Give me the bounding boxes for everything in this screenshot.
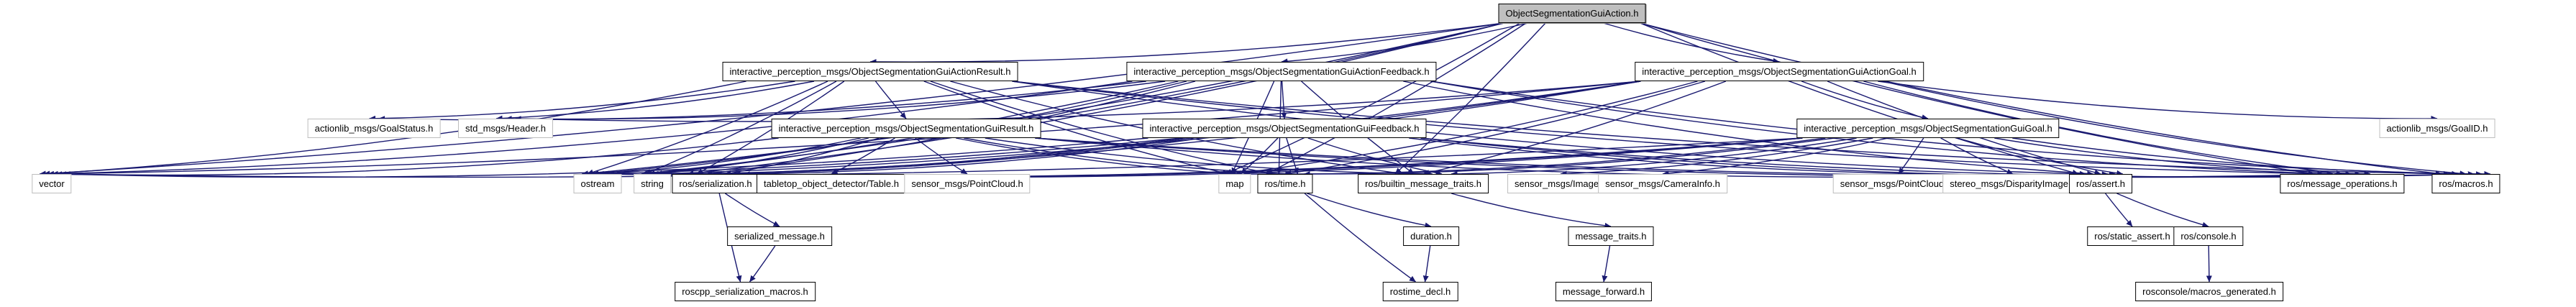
edge-gui_result-to-pointcloud <box>915 137 968 175</box>
edge-action_result-to-assert <box>1012 81 2086 177</box>
edge-gui_feedback-to-builtin <box>1307 137 1443 176</box>
edge-root-to-action_feedback <box>1281 22 1529 65</box>
edge-gui_goal-to-disparity <box>1940 137 2014 175</box>
edge-root-to-map <box>1225 22 1521 175</box>
edge-gui_goal-to-pointcloud2 <box>1898 137 1924 175</box>
edge-action_feedback-to-gui_feedback <box>1281 81 1287 119</box>
node-message_forward[interactable]: message_forward.h <box>1555 282 1653 301</box>
node-disparity[interactable]: stereo_msgs/DisparityImage.h <box>1942 174 2083 193</box>
edge-assert-to-console <box>2116 193 2209 228</box>
node-header[interactable]: std_msgs/Header.h <box>457 119 554 138</box>
edge-action_goal-to-macros <box>1882 81 2467 177</box>
node-gui_goal[interactable]: interactive_perception_msgs/ObjectSegmen… <box>1796 119 2060 138</box>
edge-action_result-to-header <box>495 81 815 122</box>
node-action_feedback[interactable]: interactive_perception_msgs/ObjectSegmen… <box>1126 62 1437 81</box>
node-pointcloud[interactable]: sensor_msgs/PointCloud.h <box>904 174 1031 193</box>
node-builtin[interactable]: ros/builtin_message_traits.h <box>1358 174 1489 193</box>
edge-action_feedback-to-header <box>505 81 1166 122</box>
edge-action_goal-to-vector <box>51 81 1641 177</box>
edge-gui_result-to-serialization <box>724 137 880 176</box>
edge-builtin-to-message_traits <box>1451 193 1612 229</box>
edge-action_feedback-to-vector <box>47 81 1133 177</box>
edge-gui_goal-to-builtin <box>1451 137 1857 177</box>
edge-gui_feedback-to-vector <box>59 137 1148 178</box>
edge-gui_result-to-map <box>956 137 1238 177</box>
node-ostream[interactable]: ostream <box>573 174 622 193</box>
node-string[interactable]: string <box>634 174 671 193</box>
edge-action_goal-to-map <box>1234 81 1698 176</box>
edge-action_goal-to-time <box>1284 81 1706 176</box>
node-goal_status[interactable]: actionlib_msgs/GoalStatus.h <box>307 119 441 138</box>
edge-action_goal-to-goal_id <box>1878 81 2438 122</box>
node-gui_feedback[interactable]: interactive_perception_msgs/ObjectSegmen… <box>1142 119 1427 138</box>
node-console[interactable]: ros/console.h <box>2173 226 2244 246</box>
edge-root-to-serialization <box>687 22 1504 177</box>
edge-action_feedback-to-msg_ops <box>1430 81 2334 177</box>
edge-action_result-to-map <box>923 81 1230 175</box>
node-serialized_message[interactable]: serialized_message.h <box>727 226 832 246</box>
node-msg_ops[interactable]: ros/message_operations.h <box>2280 174 2405 193</box>
node-serialization[interactable]: ros/serialization.h <box>672 174 759 193</box>
edge-serialized_message-to-ser_macros <box>749 245 776 283</box>
node-duration[interactable]: duration.h <box>1403 226 1459 246</box>
edge-gui_feedback-to-assert <box>1409 137 2116 178</box>
edge-gui_goal-to-assert <box>1957 137 2124 176</box>
edge-action_result-to-goal_status <box>369 81 795 122</box>
node-vector[interactable]: vector <box>32 174 72 193</box>
edge-action_goal-to-gui_goal <box>1801 81 1929 121</box>
node-assert[interactable]: ros/assert.h <box>2069 174 2132 193</box>
edge-gui_goal-to-camerainfo <box>1662 137 1888 177</box>
node-message_traits[interactable]: message_traits.h <box>1568 226 1654 246</box>
edge-action_result-to-gui_result <box>874 81 907 119</box>
edge-root-to-ostream <box>581 22 1504 177</box>
node-map[interactable]: map <box>1218 174 1251 193</box>
edge-gui_goal-to-vector <box>63 137 1803 178</box>
node-gui_result[interactable]: interactive_perception_msgs/ObjectSegmen… <box>771 119 1041 138</box>
edge-gui_goal-to-macros <box>2012 137 2491 177</box>
edge-action_result-to-vector <box>43 81 746 177</box>
node-static_assert[interactable]: ros/static_assert.h <box>2087 226 2178 246</box>
edge-root-to-builtin <box>1394 22 1546 175</box>
node-ser_macros[interactable]: roscpp_serialization_macros.h <box>675 282 816 301</box>
node-rostime_decl[interactable]: rostime_decl.h <box>1382 282 1458 301</box>
edge-root-to-action_goal <box>1603 22 1780 64</box>
node-macros[interactable]: ros/macros.h <box>2431 174 2500 193</box>
edge-action_goal-to-msg_ops <box>1863 81 2343 176</box>
edge-time-to-rostime_decl <box>1304 193 1416 283</box>
edge-duration-to-rostime_decl <box>1422 245 1431 283</box>
edge-serialization-to-serialized_message <box>725 193 780 227</box>
edge-root-to-string <box>641 22 1504 177</box>
node-root[interactable]: ObjectSegmentationGuiAction.h <box>1498 4 1646 23</box>
edge-gui_goal-to-time <box>1303 137 1835 178</box>
edge-action_result-to-serialization <box>696 81 845 175</box>
edge-action_result-to-msg_ops <box>1012 81 2324 177</box>
node-camerainfo[interactable]: sensor_msgs/CameraInfo.h <box>1598 174 1727 193</box>
node-time[interactable]: ros/time.h <box>1257 174 1313 193</box>
edge-root-to-time <box>1266 22 1527 175</box>
edge-time-to-duration <box>1307 193 1432 229</box>
edge-gui_feedback-to-serialization <box>734 137 1202 177</box>
edge-message_traits-to-message_forward <box>1602 245 1611 283</box>
edge-root-to-msg_ops <box>1640 22 2315 176</box>
node-macros_generated[interactable]: rosconsole/macros_generated.h <box>2135 282 2283 301</box>
edge-gui_goal-to-msg_ops <box>1994 137 2371 177</box>
edge-assert-to-static_assert <box>2105 193 2133 227</box>
edge-action_result-to-ostream <box>586 81 828 175</box>
node-action_goal[interactable]: interactive_perception_msgs/ObjectSegmen… <box>1635 62 1924 81</box>
node-goal_id[interactable]: actionlib_msgs/GoalID.h <box>2379 119 2495 138</box>
node-action_result[interactable]: interactive_perception_msgs/ObjectSegmen… <box>722 62 1018 81</box>
node-pointcloud2[interactable]: sensor_msgs/PointCloud2.h <box>1832 174 1965 193</box>
edge-root-to-action_result <box>869 22 1504 65</box>
node-table[interactable]: tabletop_object_detector/Table.h <box>757 174 906 193</box>
edge-gui_goal-to-image <box>1560 137 1873 177</box>
edge-gui_result-to-string <box>655 137 869 177</box>
edge-root-to-vector <box>39 22 1504 177</box>
edge-action_goal-to-header <box>514 81 1641 122</box>
edge-action_result-to-string <box>644 81 837 175</box>
